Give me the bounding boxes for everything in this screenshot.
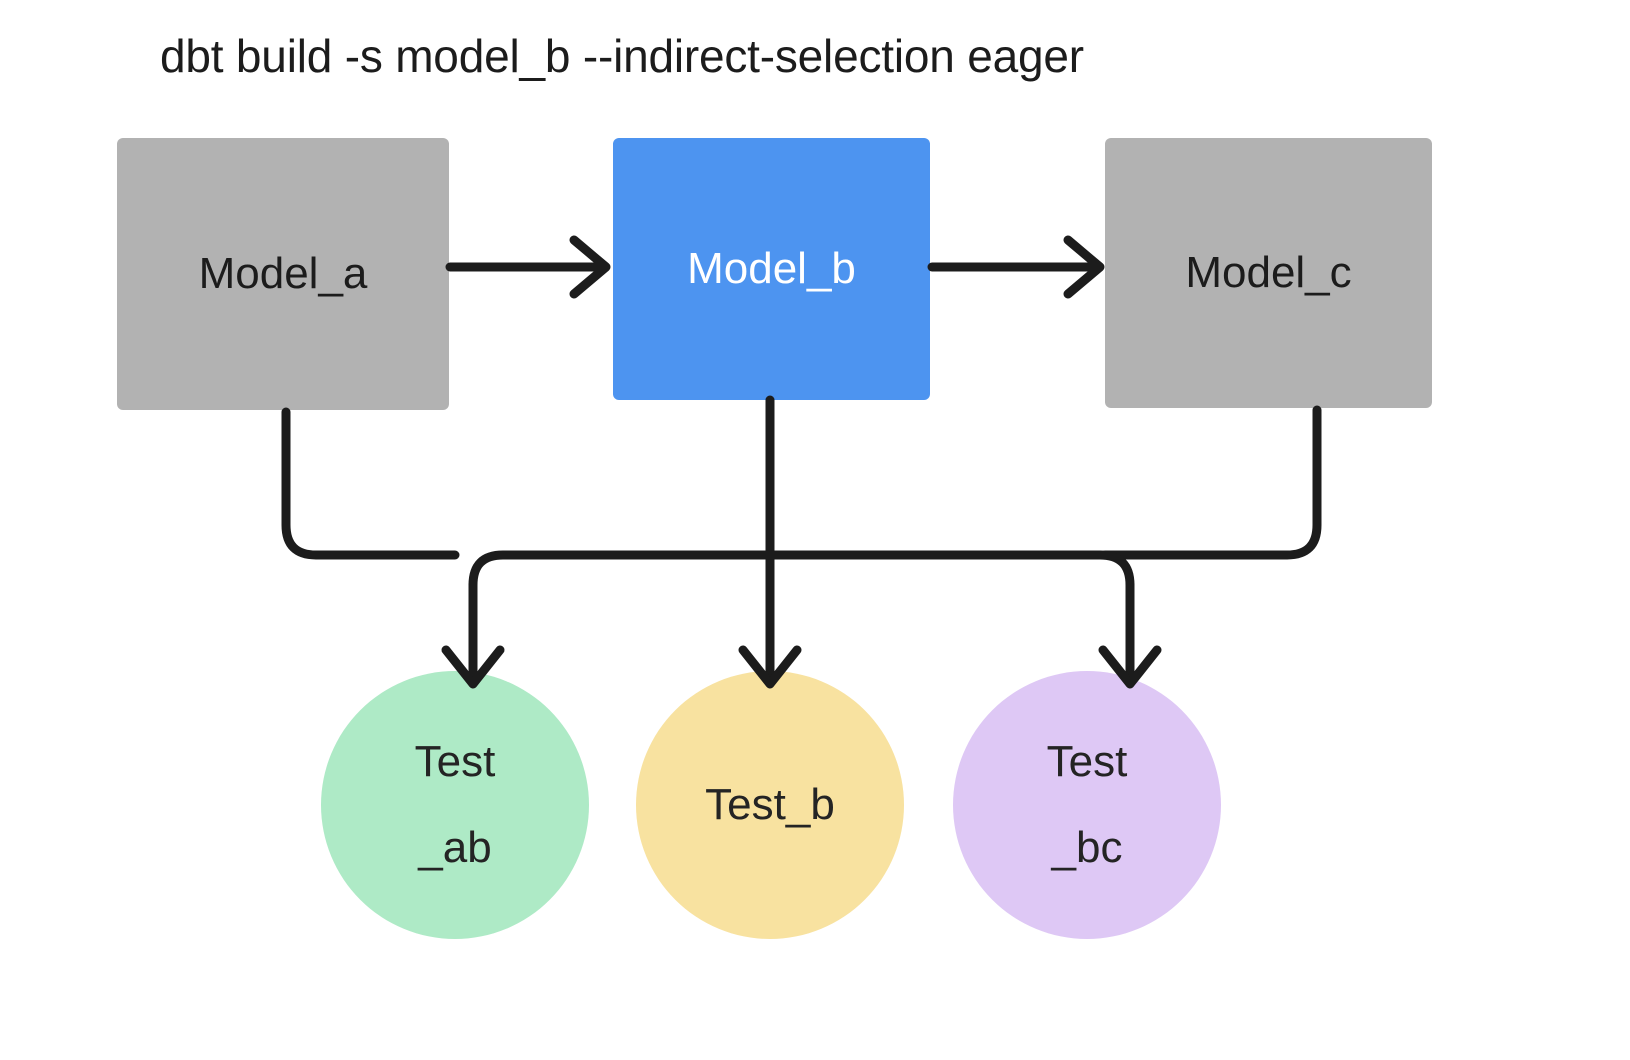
model-box-model-a[interactable] bbox=[117, 138, 449, 410]
page-title: dbt build -s model_b --indirect-selectio… bbox=[160, 30, 1084, 82]
model-box-model-c[interactable] bbox=[1105, 138, 1432, 408]
edge-model-a-to-bus bbox=[281, 407, 460, 560]
edge-model-b-to-test-b bbox=[738, 395, 802, 689]
test-circle-test-bc[interactable] bbox=[953, 671, 1221, 939]
edge-model-a-to-model-b bbox=[445, 235, 611, 299]
edge-model-b-bus-left bbox=[468, 550, 775, 590]
edge-model-b-bus-right bbox=[765, 550, 1135, 590]
edge-to-test-bc bbox=[1098, 580, 1162, 689]
edge-to-test-ab bbox=[441, 580, 505, 689]
edge-model-c-to-bus bbox=[1100, 405, 1322, 560]
test-circle-test-b[interactable] bbox=[636, 671, 904, 939]
edge-model-b-to-model-c bbox=[927, 235, 1105, 299]
test-circle-test-ab[interactable] bbox=[321, 671, 589, 939]
model-box-model-b[interactable] bbox=[613, 138, 930, 400]
